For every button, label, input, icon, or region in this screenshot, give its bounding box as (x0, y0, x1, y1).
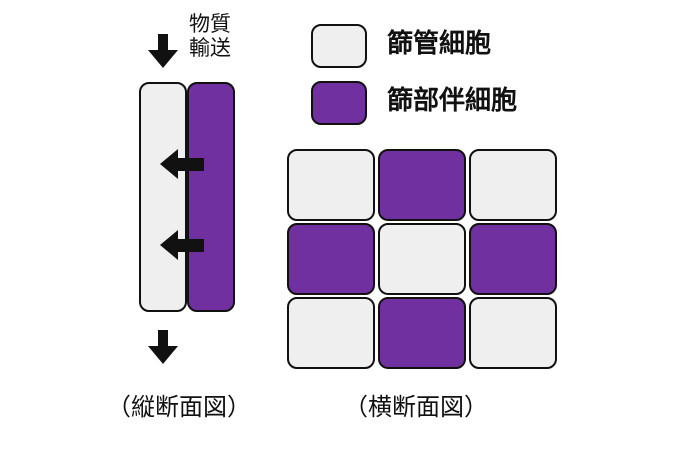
long-companion-cell (187, 82, 235, 312)
legend-label-sieve-tube: 篩管細胞 (387, 29, 492, 59)
legend-swatch-sieve-tube (311, 24, 367, 68)
grid-cell-r2c1 (287, 223, 375, 295)
transport-label: 物質 輸送 (189, 12, 231, 60)
grid-cell-r3c2 (378, 297, 466, 369)
grid-cell-r1c3 (469, 149, 557, 221)
longitudinal-caption: （縦断面図） (107, 393, 251, 421)
cross-section-caption: （横断面図） (344, 393, 488, 421)
lateral-arrow-icon-lower (160, 230, 204, 260)
grid-cell-r3c3 (469, 297, 557, 369)
lateral-arrow-icon-upper (160, 149, 204, 179)
bottom-down-arrow-icon (148, 330, 178, 364)
transport-label-line2: 輸送 (189, 36, 231, 61)
grid-cell-r1c1 (287, 149, 375, 221)
legend-swatch-companion-cell (311, 81, 367, 125)
grid-cell-r1c2 (378, 149, 466, 221)
grid-cell-r3c1 (287, 297, 375, 369)
top-down-arrow-icon (148, 34, 178, 68)
long-sieve-tube-cell (139, 82, 187, 312)
grid-cell-r2c2 (378, 223, 466, 295)
legend-label-companion-cell: 篩部伴細胞 (387, 86, 518, 116)
transport-label-line1: 物質 (189, 12, 231, 36)
grid-cell-r2c3 (469, 223, 557, 295)
